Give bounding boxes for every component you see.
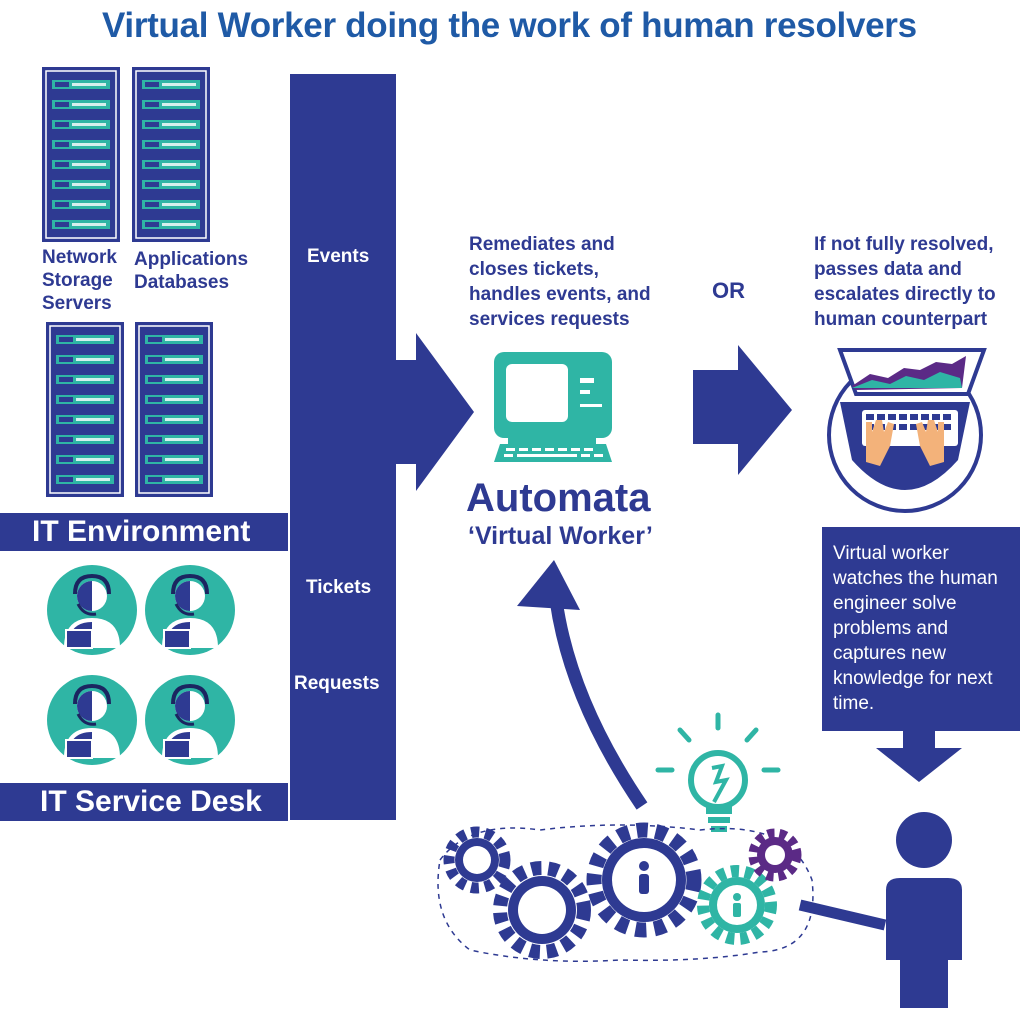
arrow-right-icon (693, 345, 792, 475)
it-environment-header: IT Environment (0, 513, 288, 551)
page-title: Virtual Worker doing the work of human r… (102, 6, 917, 45)
lightbulb-icon (655, 712, 781, 832)
escalation-description: If not fully resolved, passes data and e… (814, 234, 996, 330)
person-icon (886, 812, 962, 1008)
automata-title: Automata (466, 476, 651, 520)
connector-line (798, 899, 887, 931)
it-environment-label-right: Applications Databases (134, 249, 249, 293)
tickets-label: Tickets (306, 577, 372, 598)
it-environment-label-left: Network Storage Servers (42, 247, 117, 314)
automata-description: Remediates and closes tickets, handles e… (469, 234, 651, 330)
automata-subtitle: ‘Virtual Worker’ (468, 522, 653, 550)
feedback-arrow-icon (517, 560, 648, 810)
arrow-down-icon (876, 731, 962, 782)
inputs-bar-shape (290, 74, 474, 820)
events-label: Events (307, 246, 370, 267)
service-agent-icon (45, 563, 237, 767)
requests-label: Requests (294, 673, 380, 694)
it-service-desk-header: IT Service Desk (0, 783, 288, 821)
learning-note: Virtual worker watches the human enginee… (822, 527, 1020, 731)
laptop-typing-icon (827, 348, 987, 513)
gears-icon (437, 822, 814, 962)
computer-icon (494, 352, 612, 462)
or-label: OR (712, 278, 745, 303)
